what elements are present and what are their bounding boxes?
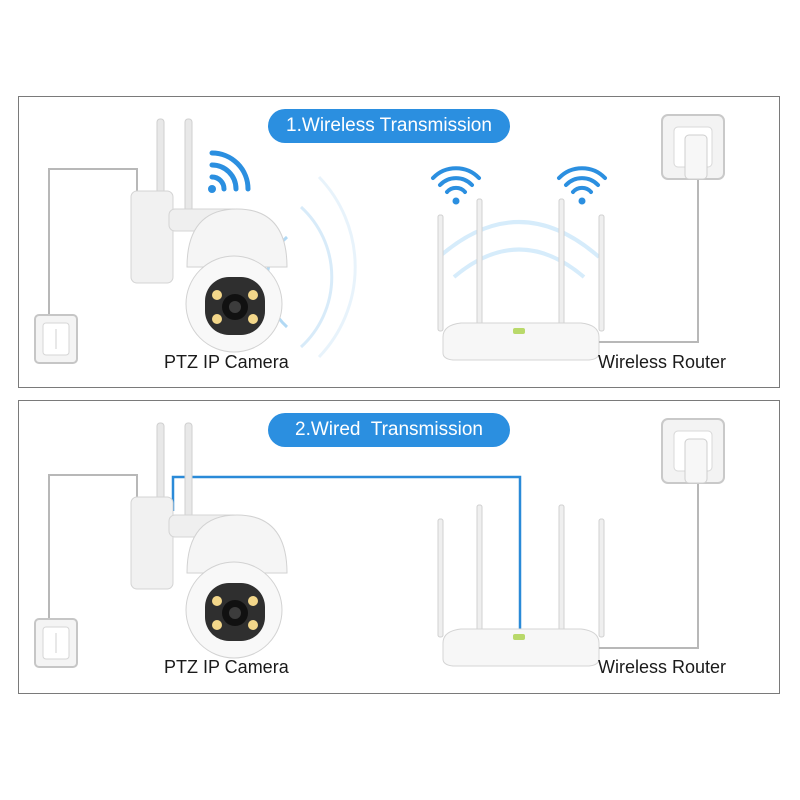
ethernet-cable bbox=[171, 475, 522, 633]
camera-label: PTZ IP Camera bbox=[164, 657, 289, 677]
router-icon bbox=[437, 198, 605, 361]
router-power-cable bbox=[599, 157, 699, 343]
signal-wave-icon bbox=[437, 220, 601, 279]
camera-power-cable bbox=[48, 168, 138, 319]
camera-label: PTZ IP Camera bbox=[164, 352, 289, 372]
router-label: Wireless Router bbox=[598, 657, 727, 677]
router-power-cable bbox=[599, 463, 699, 649]
wifi-icon bbox=[208, 150, 251, 193]
power-outlet-icon bbox=[34, 618, 78, 668]
camera-icon bbox=[130, 422, 288, 659]
router-icon bbox=[437, 504, 605, 667]
camera-power-cable bbox=[48, 474, 138, 623]
router-label: Wireless Router bbox=[598, 352, 727, 372]
wireless-panel: 1.Wireless Transmission PTZ IP Camera Wi… bbox=[18, 96, 780, 388]
power-outlet-icon bbox=[661, 418, 725, 484]
wireless-diagram-art bbox=[34, 114, 725, 364]
wireless-title-badge: 1.Wireless Transmission bbox=[268, 109, 510, 143]
wired-panel: 2.Wired Transmission PTZ IP Camera Wirel… bbox=[18, 400, 780, 694]
wired-diagram-art bbox=[34, 418, 725, 668]
wired-title-badge: 2.Wired Transmission bbox=[268, 413, 510, 447]
power-outlet-icon bbox=[34, 314, 78, 364]
wifi-icon bbox=[557, 166, 607, 205]
wifi-icon bbox=[431, 166, 481, 205]
camera-icon bbox=[130, 118, 288, 353]
power-outlet-icon bbox=[661, 114, 725, 180]
